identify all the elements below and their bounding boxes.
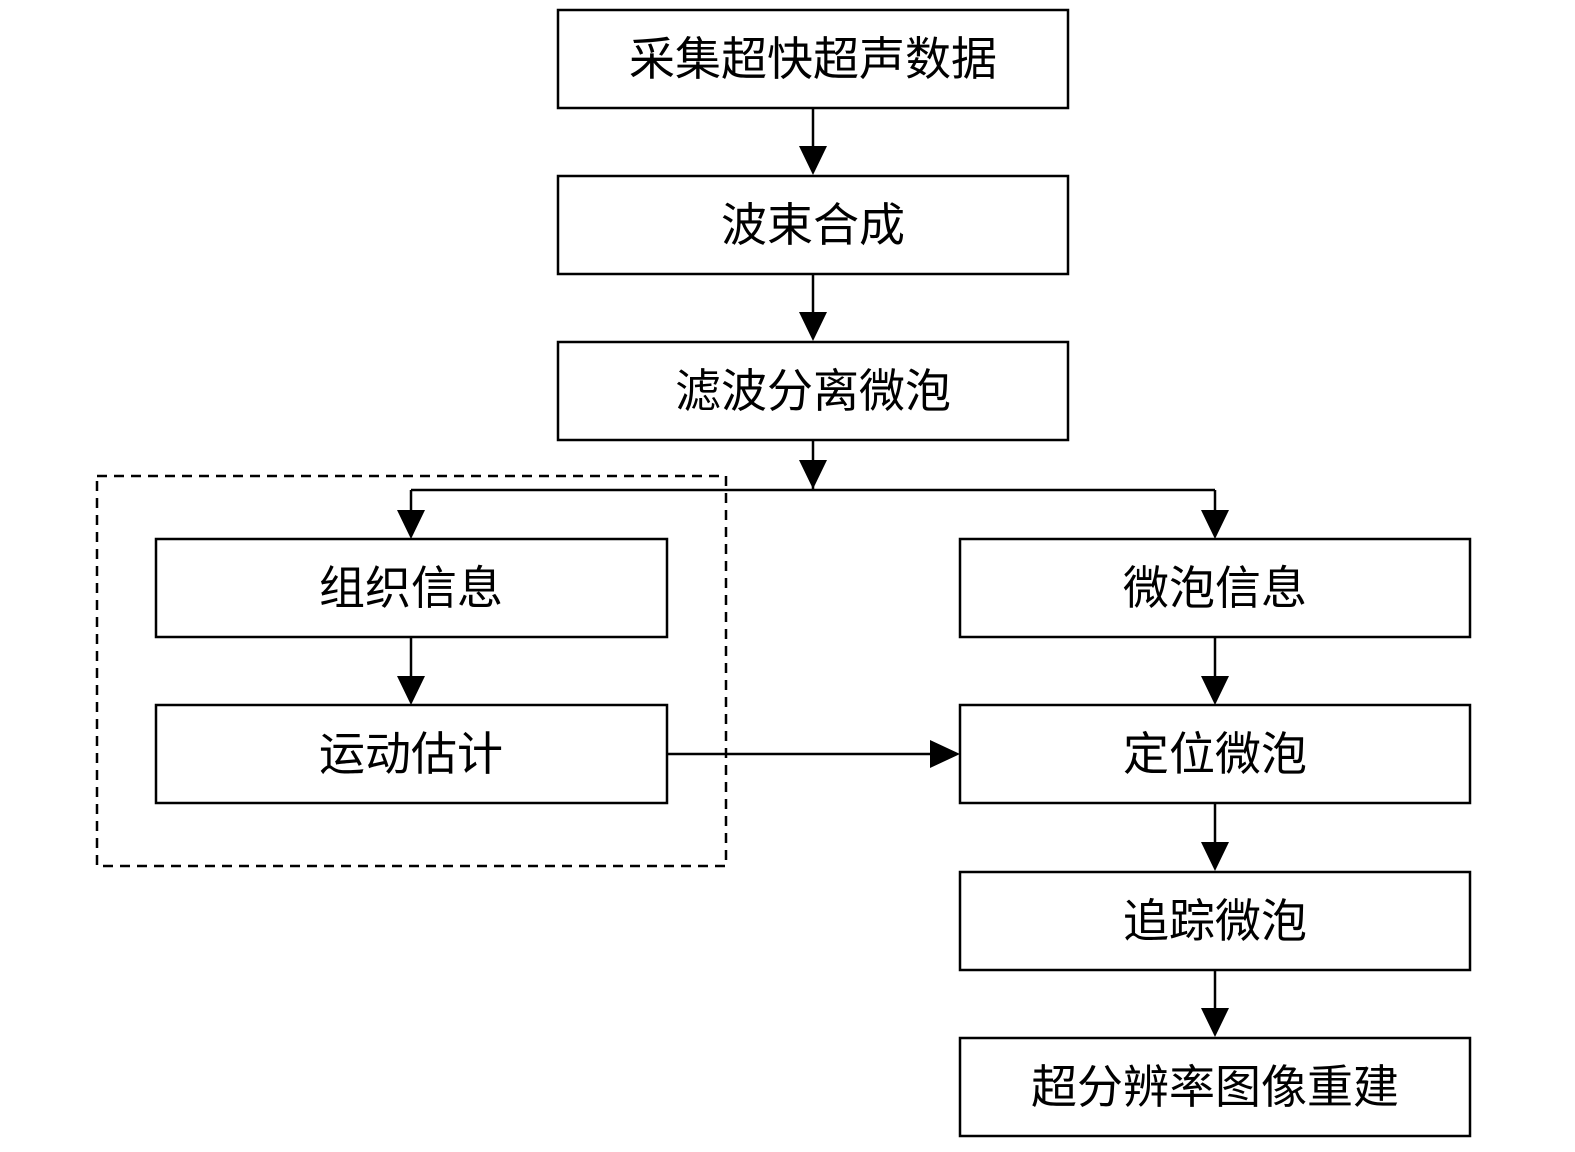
node-track-box xyxy=(958,870,1472,972)
node-motion-estimation: 运动估计 xyxy=(154,703,669,805)
node-tissue-info-box xyxy=(154,537,669,639)
arrowhead-localize xyxy=(1201,676,1229,705)
node-tissue-info: 组织信息 xyxy=(154,537,669,639)
node-bubble-info-box xyxy=(958,537,1472,639)
node-bubble-info: 微泡信息 xyxy=(958,537,1472,639)
node-beamforming-box xyxy=(556,174,1070,276)
arrowhead-reconstruct xyxy=(1201,1008,1229,1037)
edges xyxy=(397,108,1229,1037)
arrowhead-localize-from-motion xyxy=(930,740,960,768)
node-track: 追踪微泡 xyxy=(958,870,1472,972)
node-localize-label: 定位微泡 xyxy=(1123,727,1307,781)
arrowhead-motion xyxy=(397,676,425,705)
node-motion-estimation-label: 运动估计 xyxy=(319,727,503,781)
arrowhead-junction xyxy=(799,460,827,489)
arrowhead-track xyxy=(1201,842,1229,871)
node-motion-estimation-box xyxy=(154,703,669,805)
node-acquire: 采集超快超声数据 xyxy=(556,8,1070,110)
node-acquire-box xyxy=(556,8,1070,110)
node-beamforming: 波束合成 xyxy=(556,174,1070,276)
node-filter-separate-label: 滤波分离微泡 xyxy=(675,364,951,418)
node-track-label: 追踪微泡 xyxy=(1123,894,1307,948)
node-reconstruct-box xyxy=(958,1036,1472,1138)
node-reconstruct: 超分辨率图像重建 xyxy=(958,1036,1472,1138)
arrowhead-filter xyxy=(799,312,827,341)
node-reconstruct-label: 超分辨率图像重建 xyxy=(1031,1060,1399,1114)
node-filter-separate: 滤波分离微泡 xyxy=(556,340,1070,442)
node-filter-separate-box xyxy=(556,340,1070,442)
node-bubble-info-label: 微泡信息 xyxy=(1123,561,1307,615)
node-localize-box xyxy=(958,703,1472,805)
arrowhead-tissue-info xyxy=(397,510,425,539)
arrowhead-beamforming xyxy=(799,146,827,175)
tissue-branch-group-frame xyxy=(95,474,728,868)
arrowhead-bubble-info xyxy=(1201,510,1229,539)
node-acquire-label: 采集超快超声数据 xyxy=(629,32,997,86)
node-beamforming-label: 波束合成 xyxy=(721,198,905,252)
node-tissue-info-label: 组织信息 xyxy=(319,561,503,615)
node-localize: 定位微泡 xyxy=(958,703,1472,805)
